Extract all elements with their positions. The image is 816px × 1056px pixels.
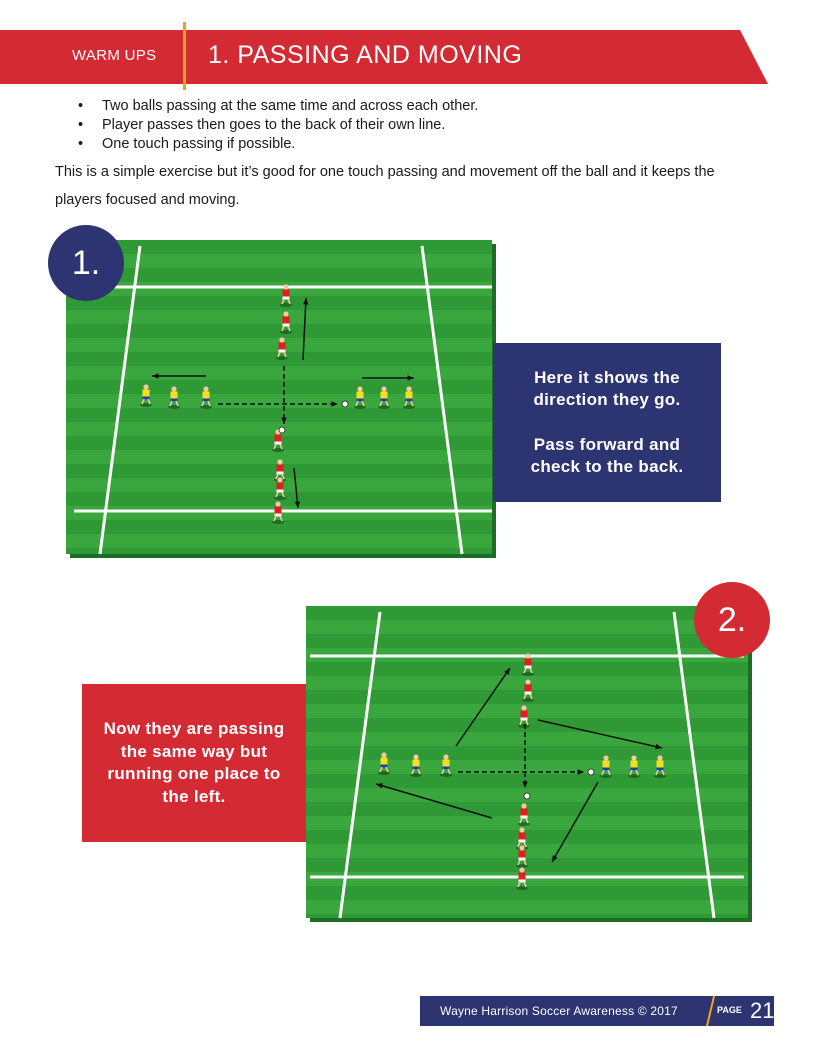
player-yellow-icon — [378, 752, 390, 775]
player-yellow-icon — [140, 384, 152, 407]
player-yellow-icon — [403, 386, 415, 409]
arrow-icon — [218, 401, 338, 407]
bullet-list: Two balls passing at the same time and a… — [78, 97, 478, 154]
ball-icon — [523, 792, 531, 800]
player-yellow-icon — [354, 386, 366, 409]
callout-line: Now they are passing — [103, 719, 285, 738]
section-label: WARM UPS — [72, 47, 157, 64]
callout-line: Here it shows the — [534, 367, 680, 387]
player-red-icon — [280, 284, 292, 307]
footer-shape — [420, 996, 774, 1026]
footer-credit: Wayne Harrison Soccer Awareness © 2017 — [440, 1004, 678, 1018]
diagram-2-badge: 2. — [694, 582, 770, 658]
player-yellow-icon — [600, 755, 612, 778]
arrow-icon — [362, 375, 414, 381]
diagram-2-callout: Now they are passing the same way but runn… — [82, 684, 306, 842]
player-yellow-icon — [628, 755, 640, 778]
player-red-icon — [276, 337, 288, 360]
footer-page-label: PAGE — [717, 1005, 742, 1015]
arrow-icon — [537, 719, 663, 750]
intro-paragraph: This is a simple exercise but it’s good … — [55, 164, 715, 208]
player-red-icon — [522, 653, 534, 676]
diagram-1-callout: Here it shows the direction they go. Pass… — [493, 343, 721, 502]
ball-icon — [587, 768, 595, 776]
player-yellow-icon — [410, 754, 422, 777]
arrow-icon — [152, 373, 206, 379]
bullet-item: Two balls passing at the same time and a… — [78, 97, 478, 116]
header-divider — [183, 22, 186, 90]
callout-line: Pass forward and — [533, 434, 681, 454]
callout-line: running one place to — [107, 764, 281, 783]
bullet-item: One touch passing if possible. — [78, 135, 478, 154]
player-red-icon — [522, 679, 534, 702]
callout-line: the left. — [162, 786, 226, 806]
player-red-icon — [516, 867, 528, 890]
callout-line: the same way but — [120, 741, 268, 761]
callout-line: direction they go. — [533, 390, 681, 409]
player-red-icon — [518, 705, 530, 728]
player-red-icon — [280, 311, 292, 334]
callout-line: check to the back. — [530, 457, 684, 476]
arrow-icon — [551, 781, 599, 863]
arrow-icon — [281, 366, 287, 424]
player-red-icon — [516, 845, 528, 868]
bullet-item: Player passes then goes to the back of t… — [78, 116, 478, 135]
player-yellow-icon — [378, 386, 390, 409]
player-red-icon — [274, 459, 286, 482]
arrow-icon — [522, 724, 528, 788]
player-yellow-icon — [440, 754, 452, 777]
player-red-icon — [274, 477, 286, 500]
ball-icon — [278, 426, 286, 434]
diagram-1-pitch — [66, 240, 496, 558]
arrow-icon — [458, 769, 584, 775]
arrow-icon — [455, 667, 511, 747]
arrow-icon — [293, 467, 301, 509]
header-banner: WARM UPS 1. PASSING AND MOVING — [0, 30, 770, 84]
page-title: 1. PASSING AND MOVING — [208, 41, 523, 69]
footer-page-number: 21 — [750, 998, 775, 1023]
player-yellow-icon — [168, 386, 180, 409]
player-red-icon — [272, 501, 284, 524]
player-yellow-icon — [200, 386, 212, 409]
footer-bar: Wayne Harrison Soccer Awareness © 2017 P… — [420, 996, 774, 1026]
arrow-icon — [375, 783, 493, 819]
banner-shape — [0, 30, 768, 84]
diagram-1-badge: 1. — [48, 225, 124, 301]
diagram-2-pitch — [306, 606, 752, 922]
arrow-icon — [302, 297, 309, 361]
player-red-icon — [518, 803, 530, 826]
ball-icon — [341, 400, 349, 408]
player-yellow-icon — [654, 755, 666, 778]
